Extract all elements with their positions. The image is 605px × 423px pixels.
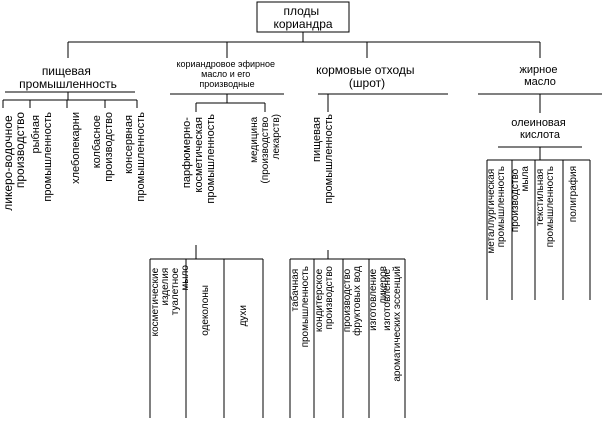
feed-food-item-confectionery: кондитерское производство — [314, 266, 335, 332]
food-item-fish: рыбная промышленность — [30, 112, 54, 202]
category-fatty-oil: жирное масло — [520, 64, 561, 88]
food-item-sausage: колбасное производство — [91, 112, 115, 182]
perfumery-item-cosmetics: косметические изделия туалетное мыло — [150, 265, 191, 337]
feed-item-food: пищевая промышленность — [311, 114, 335, 204]
perfumery-item-perfume: духи — [238, 305, 249, 326]
oleic-item-soap: производство мыла — [510, 166, 531, 233]
category-food-industry: пищевая промышленность — [19, 64, 117, 91]
essential-item-perfumery: парфюмерно- косметическая промышленность — [181, 114, 217, 204]
oleic-item-metallurgy: металлургическая промышленность — [486, 166, 507, 254]
feed-food-item-essences: изготовление ароматических эссенций — [382, 266, 403, 382]
food-item-canning: консервная промышленность — [123, 112, 147, 202]
oleic-item-textile: текстильная промышленность — [535, 166, 556, 247]
oleic-item-printing: полиграфия — [567, 166, 579, 222]
food-item-bakery: хлебопекарни — [70, 112, 82, 184]
feed-food-item-tobacco: табачная промышленность — [289, 266, 311, 347]
category-feed-waste: кормовые отходы (шрот) — [316, 63, 418, 90]
feed-food-item-fruit-water: производство фруктовых вод — [342, 266, 363, 336]
feed-food-item-liqueurs: изготовление ликеров — [368, 266, 389, 331]
perfumery-item-colognes: одеколоны — [200, 285, 211, 336]
category-essential-oil: кориандровое эфирное масло и его произво… — [176, 59, 277, 89]
food-item-liquor: ликеро-водочное производство — [1, 112, 27, 211]
fatty-item-oleic-acid: олеиновая кислота — [511, 117, 569, 141]
essential-item-medicine: медицина (производство лекарств) — [249, 114, 282, 184]
root-label: плоды кориандра — [273, 4, 332, 31]
